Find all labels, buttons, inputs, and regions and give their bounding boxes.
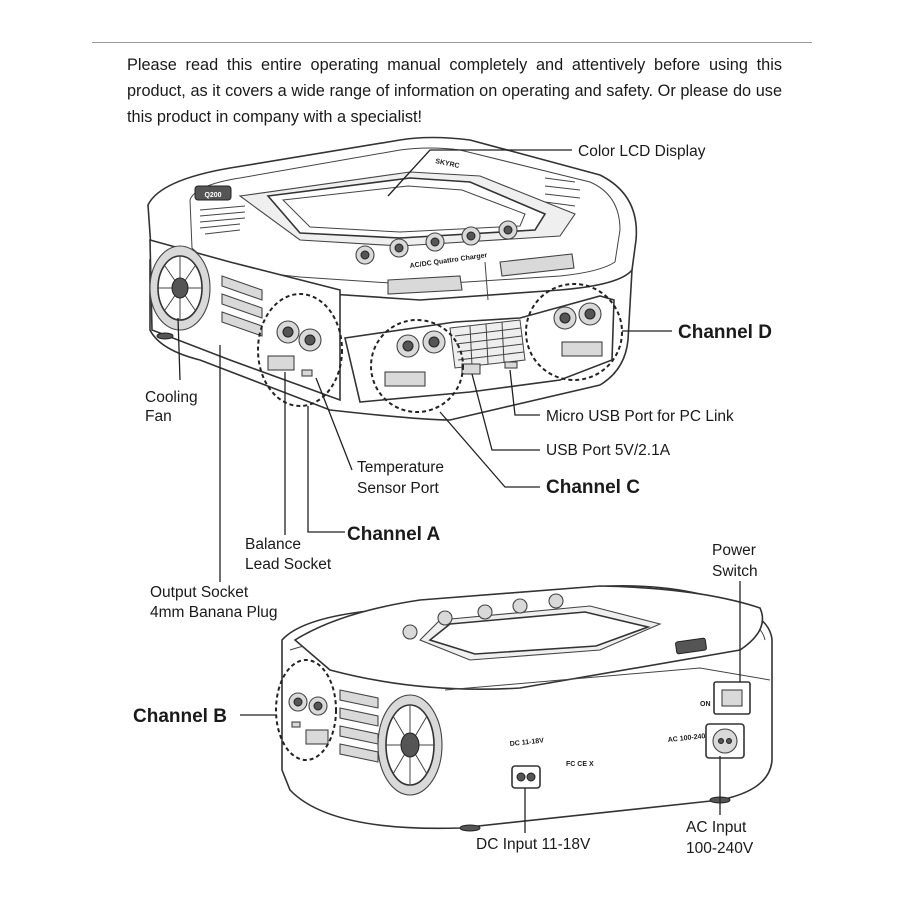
label-output-1: Output Socket (150, 584, 249, 601)
label-balance-1: Balance (245, 536, 301, 553)
label-usb-port: USB Port 5V/2.1A (546, 442, 671, 459)
leader-lines (177, 149, 741, 833)
label-power-switch-2: Switch (712, 563, 758, 580)
label-temp-sensor-2: Sensor Port (357, 480, 440, 497)
channel-a-circle (257, 293, 343, 407)
intro-paragraph: Please read this entire operating manual… (127, 56, 782, 126)
dc-mark: DC 11-18V (509, 737, 544, 748)
label-balance-2: Lead Socket (245, 556, 332, 573)
model-badge-text: Q200 (204, 192, 221, 199)
label-ac-input-2: 100-240V (686, 840, 754, 857)
label-cooling-fan-2: Fan (145, 408, 172, 425)
cooling-fan-top (149, 245, 211, 331)
label-micro-usb: Micro USB Port for PC Link (546, 408, 734, 425)
model-badge (194, 185, 232, 201)
usb-port-shape (461, 363, 481, 375)
vent-grid (449, 319, 526, 369)
cooling-fan-bottom (377, 694, 443, 796)
dc-input-socket (511, 765, 541, 789)
channel-c-circle (370, 319, 464, 413)
label-power-switch-1: Power (712, 542, 756, 559)
label-channel-a: Channel A (347, 524, 441, 545)
ac-mark: AC 100-240V (667, 733, 710, 744)
control-buttons (355, 220, 518, 265)
on-mark: ON (700, 701, 711, 708)
lcd-screen (266, 177, 547, 239)
cert-marks: FC CE X (566, 761, 594, 768)
label-channel-d: Channel D (678, 322, 772, 343)
label-cooling-fan-1: Cooling (145, 389, 198, 406)
bottom-side-vents (339, 689, 379, 763)
micro-usb-shape (504, 361, 518, 369)
bottom-charger-illustration: DC 11-18V AC 100-240V ON FC CE X (275, 585, 773, 832)
rear-buttons (402, 593, 564, 640)
top-rule (92, 42, 812, 43)
label-channel-c: Channel C (546, 477, 640, 498)
side-vents (221, 275, 263, 337)
channel-d-circle (525, 283, 623, 381)
spec-text-lines (199, 177, 581, 235)
label-channel-b: Channel B (133, 706, 227, 727)
label-dc-input: DC Input 11-18V (476, 836, 591, 853)
label-lcd: Color LCD Display (578, 143, 706, 160)
label-output-2: 4mm Banana Plug (150, 604, 278, 621)
label-ac-input-1: AC Input (686, 819, 747, 836)
lcd-screen-rear (428, 611, 651, 655)
channel-b-circle (275, 659, 337, 761)
brand-mark: SKYRC (435, 158, 460, 170)
top-charger-illustration: Q200 SKYRC AC/DC Quattro Charger (147, 136, 638, 421)
label-temp-sensor-1: Temperature (357, 459, 444, 476)
